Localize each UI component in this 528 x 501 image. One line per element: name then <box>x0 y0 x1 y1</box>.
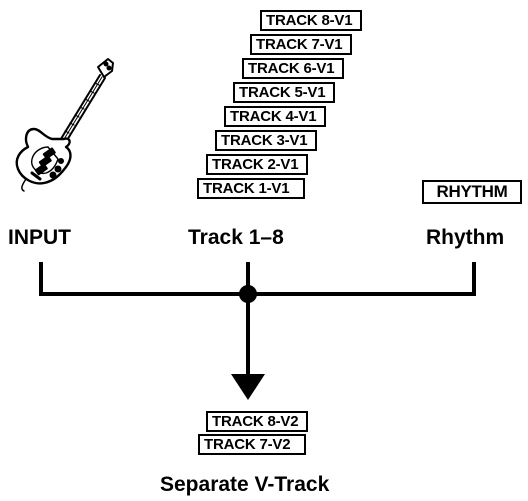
track-box: TRACK 5-V1 <box>233 82 335 103</box>
tracks-label: Track 1–8 <box>188 226 284 249</box>
rhythm-label: Rhythm <box>426 226 505 249</box>
track-box: TRACK 4-V1 <box>224 106 326 127</box>
rhythm-wire <box>248 262 476 296</box>
track-box: TRACK 2-V1 <box>206 154 308 175</box>
track-box: TRACK 1-V1 <box>197 178 305 199</box>
track-box: TRACK 6-V1 <box>242 58 344 79</box>
track-box: TRACK 7-V2 <box>198 434 306 455</box>
electric-guitar-icon <box>15 58 114 192</box>
input-label: INPUT <box>8 226 71 249</box>
track-box: TRACK 7-V1 <box>250 34 352 55</box>
destination-label: Separate V-Track <box>160 473 330 496</box>
track-box: TRACK 8-V1 <box>260 10 362 31</box>
down-arrow-icon <box>231 374 265 400</box>
track-box: TRACK 3-V1 <box>215 130 317 151</box>
track-box: TRACK 8-V2 <box>206 411 308 432</box>
junction-dot <box>239 285 257 303</box>
rhythm-box: RHYTHM <box>422 180 522 204</box>
input-wire <box>39 262 248 296</box>
